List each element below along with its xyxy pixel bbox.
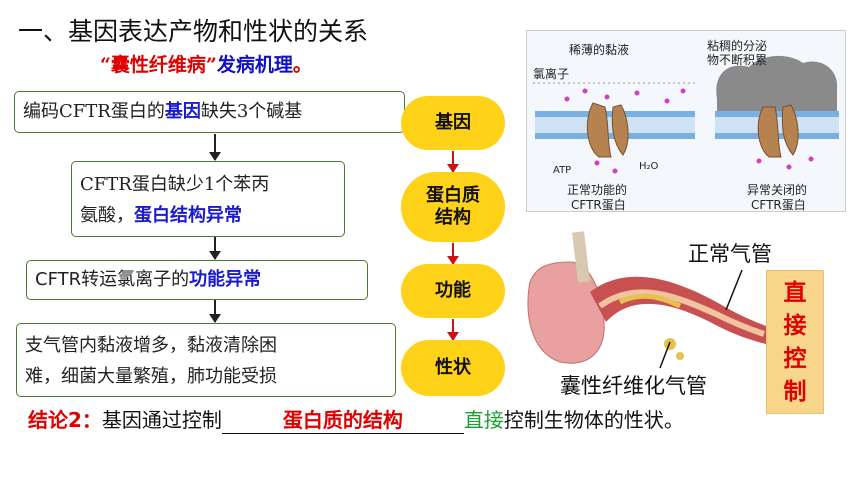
direct-control-char-3: 控 bbox=[783, 345, 807, 372]
step3-pre: CFTR转运氯离子的 bbox=[35, 269, 190, 290]
conclusion: 结论2：基因通过控制蛋白质的结构直接控制生物体的性状。 bbox=[28, 404, 684, 434]
direct-control-char-1: 直 bbox=[783, 279, 807, 306]
direct-control-box: 直 接 控 制 bbox=[766, 270, 824, 414]
pill-arrow-3 bbox=[447, 319, 459, 341]
label-normal-cftr-1: 正常功能的 bbox=[567, 183, 628, 197]
pill-arrow-2 bbox=[447, 243, 459, 265]
subtitle-disease: “囊性纤维病” bbox=[100, 54, 217, 76]
step2-line2: 氨酸，蛋白结构异常 bbox=[80, 200, 336, 231]
label-chloride: 氯离子 bbox=[533, 67, 570, 81]
subtitle-end: 。 bbox=[292, 54, 312, 76]
step3-highlight: 功能异常 bbox=[189, 269, 262, 290]
label-abnormal-cftr-2: CFTR蛋白 bbox=[751, 198, 806, 212]
flow-step-gene: 编码CFTR蛋白的基因缺失3个碱基 bbox=[14, 91, 405, 133]
conclusion-direct: 直接 bbox=[463, 408, 504, 432]
pill-protein-structure: 蛋白质 结构 bbox=[401, 172, 505, 242]
label-atp: ATP bbox=[553, 165, 572, 176]
abnormal-membrane bbox=[715, 55, 839, 170]
label-thick-secretion-1: 粘稠的分泌 bbox=[707, 39, 768, 53]
conclusion-label: 结论2： bbox=[28, 408, 102, 432]
flow-arrow-1 bbox=[209, 134, 221, 161]
membrane-illustration bbox=[533, 55, 839, 174]
step4-line2: 难，细菌大量繁殖，肺功能受损 bbox=[25, 366, 277, 387]
lung-shape bbox=[527, 231, 605, 364]
label-normal-airway: 正常气管 bbox=[688, 242, 772, 266]
step1-highlight: 基因 bbox=[164, 101, 201, 122]
label-normal-cftr-2: CFTR蛋白 bbox=[571, 198, 626, 212]
label-h2o: H₂O bbox=[639, 161, 659, 172]
page-title: 一、基因表达产物和性状的关系 bbox=[18, 17, 369, 46]
label-cf-airway: 囊性纤维化气管 bbox=[560, 374, 707, 398]
airway-illustration bbox=[527, 231, 766, 369]
pill-trait: 性状 bbox=[401, 340, 505, 396]
step2-line2-pre: 氨酸， bbox=[80, 205, 134, 226]
pill-arrow-1 bbox=[447, 151, 459, 173]
conclusion-post: 控制生物体的性状。 bbox=[503, 408, 684, 432]
subtitle: “囊性纤维病”发病机理。 bbox=[100, 50, 312, 77]
normal-membrane bbox=[533, 82, 697, 174]
flow-step-trait: 支气管内黏液增多，黏液清除困 难，细菌大量繁殖，肺功能受损 bbox=[16, 323, 396, 397]
airway-tube bbox=[590, 276, 766, 360]
label-abnormal-cftr-1: 异常关闭的 bbox=[747, 183, 808, 197]
subtitle-mechanism: 发病机理 bbox=[216, 54, 293, 76]
flow-arrow-2 bbox=[209, 237, 221, 260]
pill-function: 功能 bbox=[401, 264, 505, 318]
cftr-membrane-figure: 稀薄的黏液 氯离子 ATP H₂O 正常功能的 CFTR蛋白 粘稠的分泌 物不断… bbox=[526, 30, 846, 212]
step2-line1: CFTR蛋白缺少1个苯丙 bbox=[80, 174, 270, 195]
direct-control-char-4: 制 bbox=[783, 378, 807, 405]
label-thick-secretion-2: 物不断积累 bbox=[707, 53, 768, 67]
step4-line1: 支气管内黏液增多，黏液清除困 bbox=[25, 335, 277, 356]
direct-control-char-2: 接 bbox=[783, 312, 807, 339]
pill-gene: 基因 bbox=[401, 96, 505, 150]
flow-step-protein: CFTR蛋白缺少1个苯丙 氨酸，蛋白结构异常 bbox=[71, 161, 345, 237]
conclusion-blank: 蛋白质的结构 bbox=[221, 404, 464, 434]
conclusion-pre: 基因通过控制 bbox=[101, 408, 222, 432]
label-thin-mucus: 稀薄的黏液 bbox=[569, 43, 630, 57]
step2-highlight: 蛋白结构异常 bbox=[134, 205, 242, 226]
pill-protein-line2: 结构 bbox=[435, 207, 471, 228]
flow-arrow-3 bbox=[209, 300, 221, 323]
flow-step-function: CFTR转运氯离子的功能异常 bbox=[26, 260, 368, 300]
pill-protein-line1: 蛋白质 bbox=[426, 185, 480, 206]
step1-pre: 编码CFTR蛋白的 bbox=[23, 101, 165, 122]
step1-post: 缺失3个碱基 bbox=[200, 101, 303, 122]
